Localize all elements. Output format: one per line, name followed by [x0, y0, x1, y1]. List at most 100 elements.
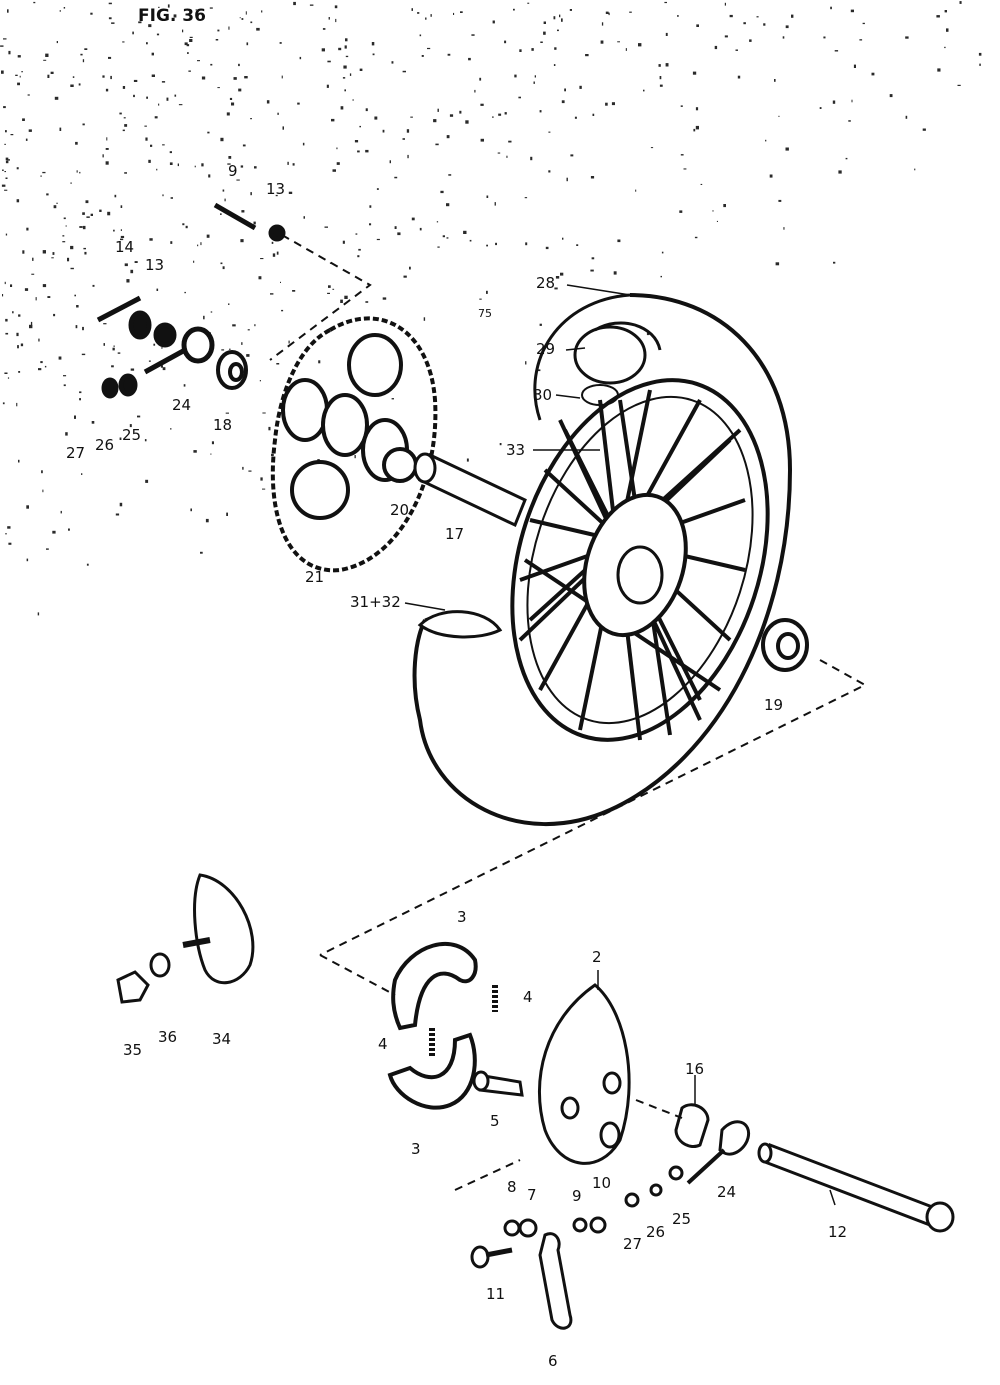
speckle-dot [32, 257, 34, 261]
brake-cam [472, 1070, 524, 1097]
speckle-dot [665, 32, 668, 36]
speckle-dot [774, 79, 776, 82]
speckle-dot [56, 41, 58, 44]
speckle-dot [397, 232, 401, 236]
speckle-dot [259, 380, 261, 382]
speckle-dot [197, 244, 199, 247]
speckle-dot [52, 530, 56, 534]
speckle-dot [242, 144, 246, 147]
speckle-dot [4, 281, 6, 285]
speckle-dot [4, 372, 8, 374]
speckle-dot [853, 64, 856, 68]
speckle-dot [946, 28, 949, 32]
speckle-dot [200, 242, 202, 246]
speckle-dot [342, 77, 346, 79]
speckle-dot [504, 112, 507, 115]
speckle-dot [782, 36, 785, 39]
speckle-dot [845, 157, 848, 160]
speckle-dot [53, 313, 56, 317]
speckle-dot [227, 163, 231, 165]
speckle-dot [113, 229, 115, 232]
speckle-dot [126, 279, 130, 283]
speckle-dot [479, 298, 482, 300]
speckle-dot [149, 238, 153, 241]
speckle-dot [194, 165, 196, 168]
speckle-dot [979, 63, 981, 66]
speckle-dot [374, 116, 378, 120]
callout-label: 26 [646, 1223, 666, 1241]
speckle-dot [569, 9, 572, 11]
speckle-dot [372, 53, 375, 56]
speckle-dot [105, 148, 109, 150]
speckle-dot [553, 64, 556, 66]
speckle-dot [148, 360, 151, 362]
speckle-dot [365, 108, 368, 112]
speckle-dot [5, 318, 8, 322]
speckle-dot [70, 267, 74, 270]
speckle-dot [62, 235, 65, 237]
speckle-dot [220, 213, 222, 215]
speckle-dot [359, 68, 363, 71]
speckle-dot [256, 27, 260, 31]
speckle-dot [29, 324, 33, 329]
axle-sleeve [413, 452, 527, 528]
speckle-dot [33, 1, 36, 4]
speckle-dot [170, 197, 173, 199]
speckle-dot [474, 89, 476, 93]
speckle-dot [258, 276, 262, 280]
speckle-dot [889, 94, 893, 98]
speckle-dot [70, 84, 74, 87]
speckle-dot [22, 118, 25, 121]
speckle-dot [254, 166, 257, 169]
speckle-dot [63, 375, 67, 377]
speckle-dot [79, 171, 81, 174]
speckle-dot [2, 294, 4, 297]
speckle-dot [63, 7, 66, 9]
speckle-dot [287, 161, 289, 165]
speckle-dot [86, 563, 89, 566]
speckle-dot [277, 112, 279, 115]
speckle-dot [433, 119, 437, 123]
speckle-dot [260, 258, 264, 260]
speckle-dot [246, 354, 250, 357]
speckle-dot [297, 102, 300, 105]
speckle-dot [43, 59, 47, 61]
speckle-dot [937, 68, 941, 72]
speckle-dot [576, 244, 579, 246]
speckle-dot [156, 33, 160, 36]
callout-label: 25 [122, 426, 142, 444]
speckle-dot [166, 97, 169, 101]
speckle-dot [540, 41, 543, 43]
speckle-dot [376, 238, 380, 241]
speckle-dot [254, 324, 256, 327]
speckle-dot [446, 203, 450, 207]
speckle-dot [120, 238, 124, 241]
callout-label: 6 [548, 1352, 558, 1370]
callout-label: 16 [685, 1060, 705, 1078]
speckle-dot [16, 402, 18, 407]
speckle-dot [344, 295, 348, 299]
speckle-dot [5, 157, 9, 161]
speckle-dot [495, 242, 497, 246]
speckle-dot [119, 437, 122, 440]
speckle-dot [74, 415, 76, 419]
speckle-dot [228, 156, 232, 159]
speckle-dot [148, 24, 152, 28]
speckle-dot [24, 288, 29, 291]
speckle-dot [564, 88, 566, 92]
chain-adjuster [686, 1120, 751, 1185]
rear-axle [757, 1142, 955, 1233]
brake-arm-hardware [470, 1165, 684, 1330]
speckle-dot [10, 284, 13, 287]
callout-label: 75 [478, 307, 492, 320]
speckle-dot [272, 253, 276, 257]
speckle-dot [402, 70, 406, 73]
callout-label: 34 [212, 1030, 232, 1048]
speckle-dot [40, 361, 43, 364]
speckle-dot [244, 76, 248, 79]
speckle-dot [302, 142, 305, 146]
speckle-dot [103, 323, 107, 325]
speckle-dot [46, 193, 49, 196]
speckle-dot [468, 57, 471, 61]
speckle-dot [190, 508, 192, 512]
